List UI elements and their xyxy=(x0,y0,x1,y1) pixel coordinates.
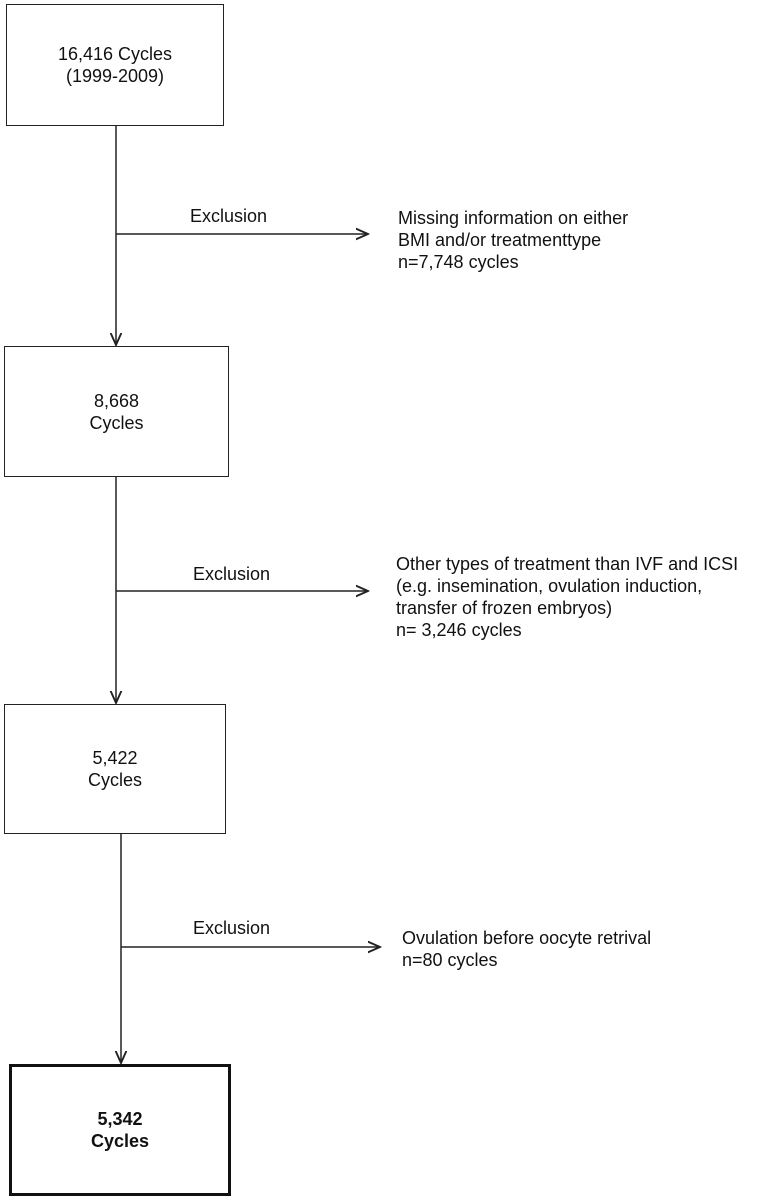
box-total-cycles: 16,416 Cycles (1999-2009) xyxy=(6,4,224,126)
box-line: Cycles xyxy=(90,1131,150,1151)
box-after-exclusion-2: 5,422 Cycles xyxy=(4,704,226,834)
exclusion-line: Missing information on either xyxy=(398,208,629,228)
box-final-cycles: 5,342 Cycles xyxy=(9,1064,231,1196)
exclusion-line: n= 3,246 cycles xyxy=(396,620,522,640)
box-line: 16,416 Cycles xyxy=(57,44,173,64)
exclusion-line: Ovulation before oocyte retrival xyxy=(402,928,652,948)
exclusion-line: Other types of treatment than IVF and IC… xyxy=(396,554,739,574)
box-after-exclusion-1: 8,668 Cycles xyxy=(4,346,229,477)
exclusion-text-2: Other types of treatment than IVF and IC… xyxy=(396,553,738,641)
box-line: Cycles xyxy=(87,770,142,790)
box-line: 5,422 xyxy=(92,748,138,768)
box-line: 5,342 xyxy=(97,1109,143,1129)
exclusion-text-3: Ovulation before oocyte retrival n=80 cy… xyxy=(402,927,651,971)
exclusion-line: BMI and/or treatmenttype xyxy=(398,230,602,250)
exclusion-label-2: Exclusion xyxy=(193,564,271,584)
exclusion-line: (e.g. insemination, ovulation induction, xyxy=(396,576,703,596)
box-line: Cycles xyxy=(89,412,144,433)
exclusion-label-3: Exclusion xyxy=(193,918,271,938)
box-line: (1999-2009) xyxy=(65,66,165,86)
exclusion-text-1: Missing information on either BMI and/or… xyxy=(398,207,628,273)
exclusion-line: n=7,748 cycles xyxy=(398,252,519,272)
exclusion-line: transfer of frozen embryos) xyxy=(396,598,613,618)
exclusion-label-1: Exclusion xyxy=(190,206,268,226)
box-line: 8,668 xyxy=(93,390,140,411)
exclusion-line: n=80 cycles xyxy=(402,950,498,970)
